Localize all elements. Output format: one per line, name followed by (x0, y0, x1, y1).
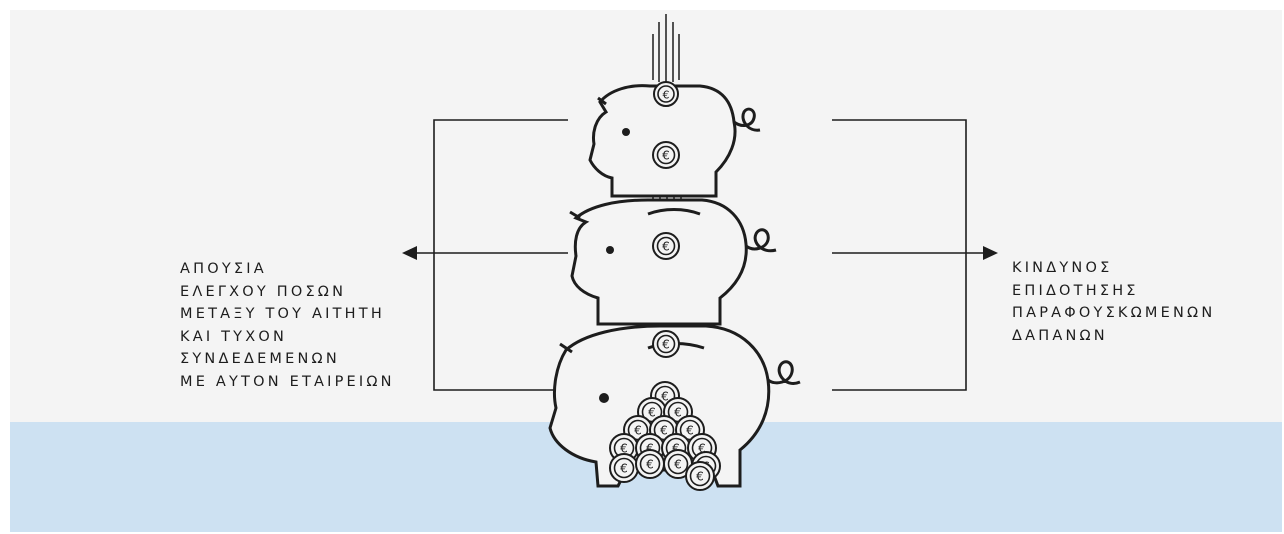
svg-text:€: € (661, 390, 669, 404)
svg-text:€: € (620, 462, 628, 476)
coin-falling-lower: € (652, 330, 680, 358)
svg-text:€: € (686, 424, 694, 438)
svg-text:€: € (674, 406, 682, 420)
svg-text:€: € (662, 338, 670, 352)
svg-text:€: € (648, 406, 656, 420)
piggy-bank-middle (569, 198, 777, 326)
coin-icon: € (635, 449, 665, 479)
right-bracket (832, 119, 967, 391)
piggy-bank-top (588, 84, 761, 198)
left-label-line: ΕΛΕΓΧΟΥ ΠΟΣΩΝ (180, 283, 347, 300)
svg-text:€: € (646, 458, 654, 472)
svg-text:€: € (696, 470, 704, 484)
coin-icon: € (685, 461, 715, 491)
svg-text:€: € (662, 240, 670, 254)
svg-text:€: € (646, 442, 654, 456)
right-label-line: ΠΑΡΑΦΟΥΣΚΩΜΕΝΩΝ (1012, 305, 1216, 321)
left-label-line: ΜΕΤΑΞΥ ΤΟΥ ΑΙΤΗΤΗ (180, 306, 385, 322)
left-label-line: ΜΕ ΑΥΤΟΝ ΕΤΑΙΡΕΙΩΝ (180, 373, 395, 390)
svg-text:€: € (663, 89, 670, 102)
left-bracket (433, 119, 568, 391)
svg-text:€: € (620, 442, 628, 456)
coin-falling-top: € (653, 81, 679, 107)
svg-text:€: € (674, 458, 682, 472)
svg-text:€: € (662, 149, 670, 163)
left-label-line: ΣΥΝΔΕΔΕΜΕΝΩΝ (180, 351, 340, 367)
svg-text:€: € (634, 424, 642, 438)
svg-text:€: € (698, 442, 706, 456)
right-label-line: ΔΑΠΑΝΩΝ (1012, 327, 1108, 344)
left-label-line: ΑΠΟΥΣΙΑ (180, 261, 267, 277)
right-label: ΚΙΝΔΥΝΟΣ ΕΠΙΔΟΤΗΣΗΣ ΠΑΡΑΦΟΥΣΚΩΜΕΝΩΝ ΔΑΠΑ… (1012, 257, 1215, 347)
coin-falling-upper: € (652, 141, 680, 169)
coin-falling-middle: € (652, 232, 680, 260)
right-arrow-head (983, 246, 998, 260)
left-arrow-head (402, 246, 417, 260)
right-label-line: ΕΠΙΔΟΤΗΣΗΣ (1012, 282, 1139, 299)
svg-text:€: € (660, 424, 668, 438)
coin-pile: €€€€€€€€€€€€€€€ (609, 381, 721, 491)
svg-text:€: € (672, 442, 680, 456)
left-label: ΑΠΟΥΣΙΑ ΕΛΕΓΧΟΥ ΠΟΣΩΝ ΜΕΤΑΞΥ ΤΟΥ ΑΙΤΗΤΗ … (180, 258, 395, 393)
coin-icon: € (609, 453, 639, 483)
right-label-line: ΚΙΝΔΥΝΟΣ (1012, 260, 1113, 276)
left-label-line: ΚΑΙ ΤΥΧΟΝ (180, 328, 288, 345)
falling-lines-top (652, 14, 680, 82)
